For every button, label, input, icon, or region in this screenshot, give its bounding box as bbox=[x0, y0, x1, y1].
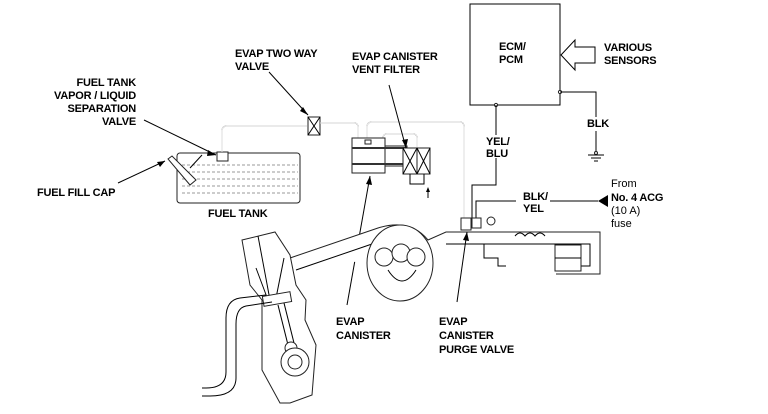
canister-label-2: CANISTER bbox=[336, 330, 391, 342]
ecm-label-1: ECM/ bbox=[499, 41, 526, 53]
sensors-label-1: VARIOUS bbox=[604, 42, 652, 54]
evap-canister-top bbox=[351, 137, 408, 174]
yel-blu-wire bbox=[471, 105, 497, 222]
wire-label-yel-blu-1: YEL/ bbox=[486, 136, 510, 148]
sensors-label-2: SENSORS bbox=[604, 55, 656, 67]
wire-label-yel-blu-2: BLU bbox=[486, 148, 508, 160]
fuse-label-2: No. 4 ACG bbox=[611, 192, 663, 204]
purge-valve bbox=[460, 216, 496, 231]
ecm-label-2: PCM bbox=[499, 54, 523, 66]
intake-manifold bbox=[289, 224, 601, 302]
canister-label-1: EVAP bbox=[336, 316, 364, 328]
valve-label-4: VALVE bbox=[102, 116, 136, 128]
purge-valve-label-1: EVAP bbox=[439, 316, 467, 328]
vent-filter-label-1: EVAP CANISTER bbox=[352, 51, 438, 63]
valve-label-2: VAPOR / LIQUID bbox=[54, 90, 136, 102]
purge-valve-label-2: CANISTER bbox=[439, 330, 494, 342]
blk-yel-wire bbox=[475, 195, 608, 222]
wire-label-blk: BLK bbox=[587, 118, 609, 130]
fuel-fill-cap-label: FUEL FILL CAP bbox=[37, 187, 115, 199]
purge-valve-label-3: PURGE VALVE bbox=[439, 344, 514, 356]
fill-cap-leader bbox=[117, 160, 166, 184]
fuse-label-4: fuse bbox=[611, 218, 632, 230]
wire-label-blk-yel-1: BLK/ bbox=[523, 191, 548, 203]
vent-filter-label-2: VENT FILTER bbox=[352, 64, 420, 76]
valve-label-1: FUEL TANK bbox=[76, 77, 136, 89]
valve-label-3: SEPARATION bbox=[68, 103, 137, 115]
ecm-pcm-unit: ECM/ PCM bbox=[469, 3, 563, 108]
two-way-valve-label-1: EVAP TWO WAY bbox=[235, 48, 318, 60]
two-way-valve bbox=[307, 116, 321, 136]
engine-block bbox=[241, 231, 317, 404]
fuel-tank-label: FUEL TANK bbox=[208, 208, 268, 220]
vent-filter bbox=[402, 147, 431, 198]
two-way-valve-label-2: VALVE bbox=[235, 61, 269, 73]
sensors-arrow-icon bbox=[560, 38, 596, 72]
fuel-tank bbox=[176, 152, 301, 204]
fuse-arrow-icon bbox=[598, 195, 608, 207]
ground-wire bbox=[560, 91, 604, 162]
wire-label-blk-yel-2: YEL bbox=[523, 203, 544, 215]
fuse-label-3: (10 A) bbox=[611, 205, 640, 217]
separation-valve-icon bbox=[216, 151, 229, 162]
fuse-label-1: From bbox=[611, 178, 637, 190]
fuel-filler-neck bbox=[167, 154, 203, 186]
